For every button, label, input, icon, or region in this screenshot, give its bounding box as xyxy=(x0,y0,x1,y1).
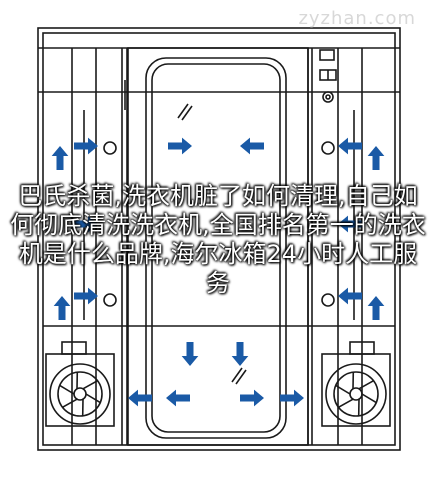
glass-mark xyxy=(231,367,243,383)
fan-outlet xyxy=(349,341,375,355)
fan-ring-inner xyxy=(333,371,379,417)
airflow-arrow-icon xyxy=(53,296,71,320)
airflow-arrow-icon xyxy=(367,146,385,170)
fan-ring xyxy=(325,363,387,425)
airflow-arrow-icon xyxy=(240,389,264,407)
window-frame xyxy=(145,57,287,439)
fan-ring-inner xyxy=(57,371,103,417)
fan-blade xyxy=(59,384,75,395)
fan-blade xyxy=(358,380,374,390)
cabinet-frame xyxy=(37,27,401,451)
airflow-arrow-icon xyxy=(240,137,264,155)
airflow-arrow-icon xyxy=(74,287,98,305)
airflow-arrow-icon xyxy=(128,389,152,407)
fan-blade xyxy=(82,380,98,390)
fan-blade xyxy=(85,393,101,404)
fan-blade xyxy=(338,398,354,408)
airflow-arrow-icon xyxy=(280,389,304,407)
airflow-arrow-icon xyxy=(231,342,249,366)
airflow-arrow-icon xyxy=(51,146,69,170)
hinge-icon xyxy=(103,293,117,307)
airflow-arrow-icon xyxy=(338,287,362,305)
airflow-arrow-icon xyxy=(74,137,98,155)
airflow-arrow-icon xyxy=(168,137,192,155)
watermark: zyzhan.com xyxy=(298,8,416,29)
glass-mark xyxy=(235,369,247,385)
airflow-arrow-icon xyxy=(181,342,199,366)
hinge-icon xyxy=(321,293,335,307)
lock-icon xyxy=(322,91,334,103)
fan-icon xyxy=(45,341,115,427)
hinge-icon xyxy=(321,141,335,155)
lock-core xyxy=(325,94,331,100)
airflow-arrow-icon xyxy=(338,215,362,233)
airflow-arrow-icon xyxy=(367,296,385,320)
door-panel xyxy=(127,47,309,446)
fan-blade xyxy=(62,398,78,408)
fan-outlet xyxy=(61,341,87,355)
fan-icon xyxy=(321,341,391,427)
fan-hub xyxy=(73,387,87,401)
glass-mark xyxy=(177,103,189,119)
airflow-arrow-icon xyxy=(338,137,362,155)
overlay-title: 巴氏杀菌,洗衣机脏了如何清理,自己如何彻底清洗洗衣机,全国排名第一的洗衣机是什么… xyxy=(10,182,426,297)
fan-hub xyxy=(349,387,363,401)
window-icon xyxy=(151,63,281,433)
glass-mark xyxy=(181,105,193,121)
airflow-arrow-icon xyxy=(166,389,190,407)
fan-blade xyxy=(361,393,377,404)
airflow-arrow-icon xyxy=(74,215,98,233)
indicator-icon xyxy=(319,49,335,61)
cabinet-outline xyxy=(37,27,401,451)
hinge-icon xyxy=(103,141,117,155)
fan-blade xyxy=(335,384,351,395)
fan-ring xyxy=(49,363,111,425)
